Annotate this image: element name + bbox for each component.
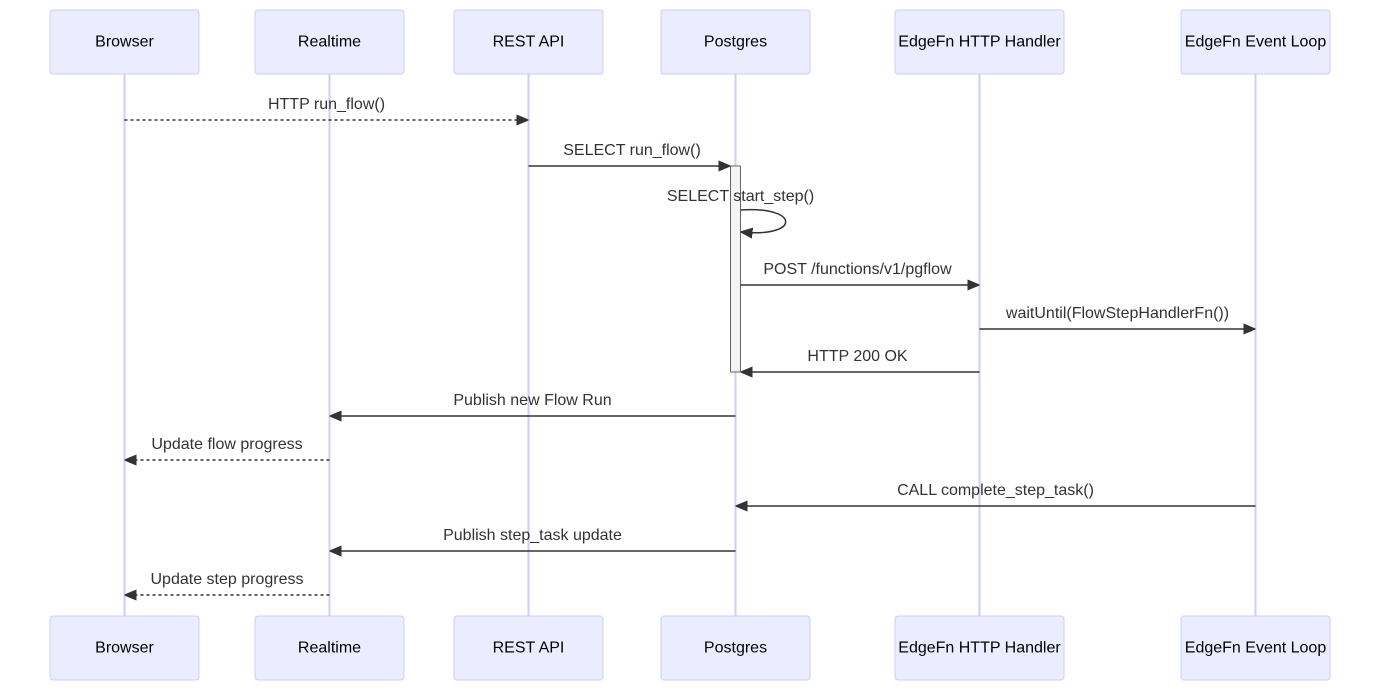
participant-box: [49, 9, 200, 75]
message-call-complete-step-task: CALL complete_step_task(): [737, 482, 1256, 506]
participant-label: Browser: [95, 34, 154, 51]
message-update-flow-progress: Update flow progress: [126, 436, 330, 460]
message-update-step-progress: Update step progress: [126, 571, 330, 595]
message-publish-new-flow-run: Publish new Flow Run: [331, 392, 736, 416]
participant-box: [660, 9, 811, 75]
participant-label: REST API: [493, 34, 565, 51]
participant-box: [453, 615, 604, 681]
participant-box: [453, 9, 604, 75]
participant-label: Realtime: [298, 640, 361, 657]
participants-bottom: Browser Realtime REST API Postgres EdgeFn HT…: [49, 615, 1331, 681]
participant-box: [1180, 615, 1331, 681]
messages: HTTP run_flow() SELECT run_flow() SELECT s…: [124, 96, 1256, 595]
message-label: Publish step_task update: [443, 527, 622, 544]
participant-box: [660, 615, 811, 681]
message-publish-step-task-update: Publish step_task update: [331, 527, 736, 551]
participant-browser-bottom: Browser: [49, 615, 200, 681]
message-post-functions-v1-pgflow: POST /functions/v1/pgflow: [740, 261, 979, 285]
participant-box: [254, 9, 405, 75]
message-http-run-flow: HTTP run_flow(): [124, 96, 528, 120]
participant-box: [894, 615, 1065, 681]
participant-edge-http-top: EdgeFn HTTP Handler: [894, 9, 1065, 75]
message-label: waitUntil(FlowStepHandlerFn()): [1005, 305, 1229, 322]
participant-box: [49, 615, 200, 681]
participant-label: EdgeFn HTTP Handler: [898, 34, 1061, 51]
message-label: HTTP 200 OK: [807, 348, 908, 365]
message-label: Publish new Flow Run: [453, 392, 611, 409]
participant-label: EdgeFn Event Loop: [1185, 34, 1327, 51]
message-label: Update step progress: [151, 571, 304, 588]
participant-edge-http-bottom: EdgeFn HTTP Handler: [894, 615, 1065, 681]
participant-box: [254, 615, 405, 681]
message-arrow: [741, 208, 787, 233]
participant-pg-top: Postgres: [660, 9, 811, 75]
message-select-run-flow: SELECT run_flow(): [528, 142, 730, 166]
participant-label: Postgres: [704, 640, 767, 657]
message-label: SELECT run_flow(): [563, 142, 701, 159]
lifelines: [123, 74, 1257, 616]
participant-rest-top: REST API: [453, 9, 604, 75]
participant-label: Browser: [95, 640, 154, 657]
participant-pg-bottom: Postgres: [660, 615, 811, 681]
participant-edge-loop-bottom: EdgeFn Event Loop: [1180, 615, 1331, 681]
participant-box: [894, 9, 1065, 75]
message-http-200-ok: HTTP 200 OK: [742, 348, 980, 372]
activation-bar-pg: [730, 165, 741, 373]
participant-browser-top: Browser: [49, 9, 200, 75]
message-label: POST /functions/v1/pgflow: [763, 261, 952, 278]
participant-label: EdgeFn HTTP Handler: [898, 640, 1061, 657]
message-waituntil-flowstephandlerfn: waitUntil(FlowStepHandlerFn()): [979, 305, 1255, 329]
participants-top: Browser Realtime REST API Postgres EdgeFn HT…: [49, 9, 1331, 75]
message-label: SELECT start_step(): [667, 188, 814, 205]
participant-box: [1180, 9, 1331, 75]
participant-edge-loop-top: EdgeFn Event Loop: [1180, 9, 1331, 75]
message-select-start-step: SELECT start_step(): [667, 188, 814, 233]
participant-realtime-top: Realtime: [254, 9, 405, 75]
participant-realtime-bottom: Realtime: [254, 615, 405, 681]
activations: [730, 165, 741, 373]
message-label: CALL complete_step_task(): [897, 482, 1094, 499]
participant-label: Postgres: [704, 34, 767, 51]
participant-label: EdgeFn Event Loop: [1185, 640, 1327, 657]
participant-label: REST API: [493, 640, 565, 657]
message-label: HTTP run_flow(): [268, 96, 385, 113]
participant-rest-bottom: REST API: [453, 615, 604, 681]
message-label: Update flow progress: [151, 436, 302, 453]
participant-label: Realtime: [298, 34, 361, 51]
